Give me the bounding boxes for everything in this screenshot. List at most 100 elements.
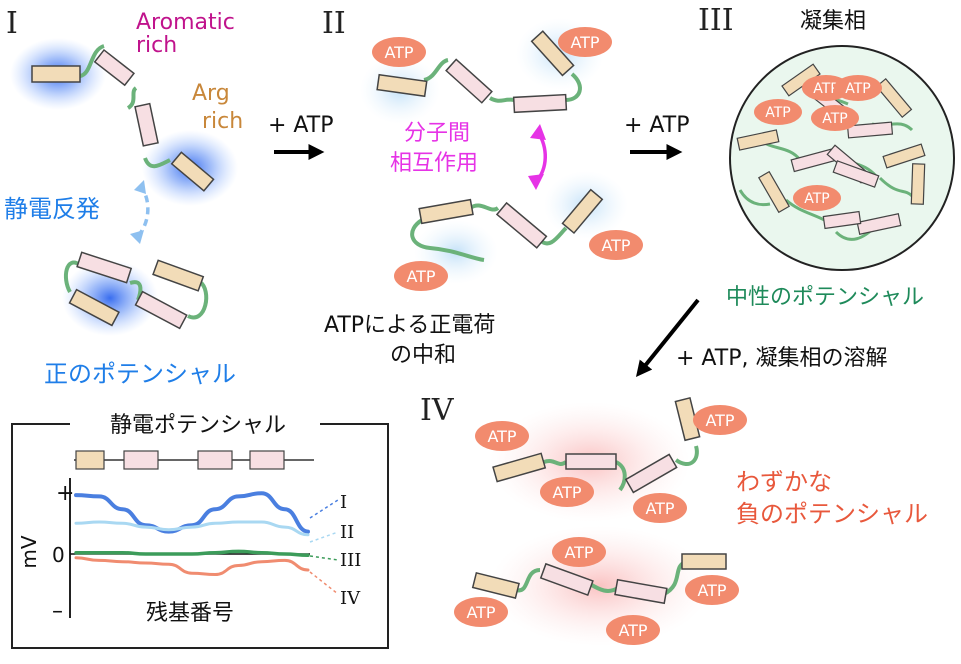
series-layer bbox=[74, 491, 310, 577]
aromatic-segment bbox=[492, 452, 547, 483]
protein-chain-upper bbox=[492, 396, 701, 494]
aromatic-segment bbox=[68, 288, 120, 327]
linker bbox=[468, 203, 500, 212]
linker bbox=[126, 86, 138, 110]
atp-badge bbox=[606, 615, 660, 645]
aromatic-segment bbox=[418, 198, 474, 225]
inset-title-bg bbox=[70, 408, 320, 440]
linker bbox=[488, 96, 515, 103]
linker bbox=[674, 445, 699, 466]
series-line-III bbox=[74, 549, 310, 558]
interaction-arrowhead bbox=[528, 174, 544, 190]
linker bbox=[410, 218, 485, 262]
aromatic-segment bbox=[875, 77, 913, 119]
neutralize-label-line1: ATPによる正電荷 bbox=[324, 313, 495, 338]
arg-segment bbox=[565, 453, 617, 470]
atp-badge bbox=[475, 421, 529, 451]
arrow-step3: + ATP, 凝集相の溶解 bbox=[635, 298, 887, 377]
atp-badge-label: ATP bbox=[813, 81, 838, 97]
linker bbox=[63, 260, 82, 293]
atp-badge bbox=[540, 477, 594, 507]
arg-segment bbox=[123, 450, 159, 470]
panel-I-roman: I bbox=[6, 6, 18, 41]
arrow-step2-label: + ATP bbox=[624, 113, 689, 138]
aromatic-segment bbox=[152, 259, 205, 292]
atp-badges-IV: ATP ATP ATP ATP ATP ATP ATP ATP bbox=[454, 405, 747, 645]
linker bbox=[543, 459, 568, 466]
atp-badge-label: ATP bbox=[552, 483, 581, 502]
aromatic-segment bbox=[75, 450, 105, 470]
atp-badge-label: ATP bbox=[822, 111, 847, 127]
legend-III: III bbox=[340, 550, 361, 571]
atp-badge-label: ATP bbox=[570, 33, 599, 52]
atp-badges-III: ATP ATP ATP ATP ATP bbox=[754, 75, 882, 211]
legend-II: II bbox=[340, 522, 354, 543]
aromatic-segment bbox=[31, 65, 81, 83]
positive-potential-label: 正のポテンシャル bbox=[44, 360, 236, 388]
protein-chain-lower bbox=[63, 251, 209, 330]
linker bbox=[143, 157, 171, 169]
negative-potential-label-line2: 負のポテンシャル bbox=[736, 500, 928, 528]
series-line-I bbox=[74, 491, 310, 534]
condensate-chains bbox=[736, 63, 926, 241]
tick-plus: + bbox=[56, 481, 74, 506]
aromatic-segment bbox=[757, 170, 791, 214]
interaction-label-line1: 分子間 bbox=[404, 121, 470, 146]
aromatic-label-line2: rich bbox=[136, 33, 177, 58]
aromatic-segment bbox=[170, 151, 215, 192]
neutralize-label-line2: の中和 bbox=[390, 343, 456, 368]
atp-badge bbox=[811, 105, 859, 131]
panel-III: ATP ATP ATP ATP ATP III 凝集相 中性のポテンシャル bbox=[698, 3, 955, 310]
panel-II: ATP ATP ATP ATP II 分子間 相互作用 ATPによる正電荷 の中… bbox=[322, 6, 643, 368]
atp-badge-label: ATP bbox=[845, 81, 870, 97]
repulsion-arrow bbox=[134, 183, 150, 240]
aromatic-segment bbox=[910, 163, 926, 205]
inset-title: 静電ポテンシャル bbox=[110, 413, 286, 438]
arrow-step3-label: + ATP, 凝集相の溶解 bbox=[676, 346, 887, 371]
atp-badge-label: ATP bbox=[487, 427, 516, 446]
potential-inset: 静電ポテンシャル + 0 – mV 残基番号 I II III IV bbox=[11, 408, 389, 649]
aromatic-segment bbox=[561, 188, 604, 235]
arrow-step1-label: + ATP bbox=[268, 113, 333, 138]
legend-leader-III bbox=[309, 555, 339, 561]
linker bbox=[878, 176, 914, 198]
arg-segment bbox=[832, 160, 880, 188]
linker bbox=[738, 189, 771, 207]
aromatic-segment bbox=[471, 571, 520, 599]
linker bbox=[565, 72, 582, 102]
atp-badge-label: ATP bbox=[765, 105, 790, 121]
arg-segment bbox=[445, 58, 493, 104]
arg-segment bbox=[249, 450, 285, 470]
panel-III-roman: III bbox=[698, 3, 734, 38]
arg-segment bbox=[93, 48, 135, 87]
repulsion-label: 静電反発 bbox=[4, 195, 100, 223]
legend-leader-II bbox=[309, 531, 339, 543]
atp-badge bbox=[558, 27, 612, 57]
interaction-label-line2: 相互作用 bbox=[390, 151, 478, 176]
positive-charge-glow bbox=[62, 260, 158, 336]
negative-potential-label-line1: わずかな bbox=[736, 468, 832, 496]
tick-minus: – bbox=[52, 599, 63, 624]
linker bbox=[79, 44, 105, 78]
atp-badge bbox=[633, 493, 687, 523]
linker bbox=[423, 58, 449, 82]
negative-charge-glow bbox=[490, 526, 710, 646]
arg-segment bbox=[512, 93, 568, 114]
atp-badge-label: ATP bbox=[601, 236, 630, 255]
arg-segment bbox=[495, 201, 548, 249]
arg-segment bbox=[539, 562, 594, 597]
atp-badge bbox=[552, 537, 606, 567]
atp-badge-label: ATP bbox=[804, 191, 829, 207]
linker bbox=[515, 568, 541, 593]
panel-I: I Aromatic rich Arg rich 静電反発 正のポテンシャル bbox=[4, 6, 243, 388]
condensed-phase-title: 凝集相 bbox=[800, 9, 866, 34]
atp-badge bbox=[372, 37, 426, 67]
atp-badge-label: ATP bbox=[466, 603, 495, 622]
legend: I II III IV bbox=[309, 492, 361, 609]
linker bbox=[614, 460, 627, 492]
atp-badges-II: ATP ATP ATP ATP bbox=[372, 27, 643, 291]
aromatic-segment bbox=[530, 30, 575, 77]
panel-IV-roman: IV bbox=[420, 393, 455, 428]
inset-chain-schematic bbox=[74, 450, 314, 470]
